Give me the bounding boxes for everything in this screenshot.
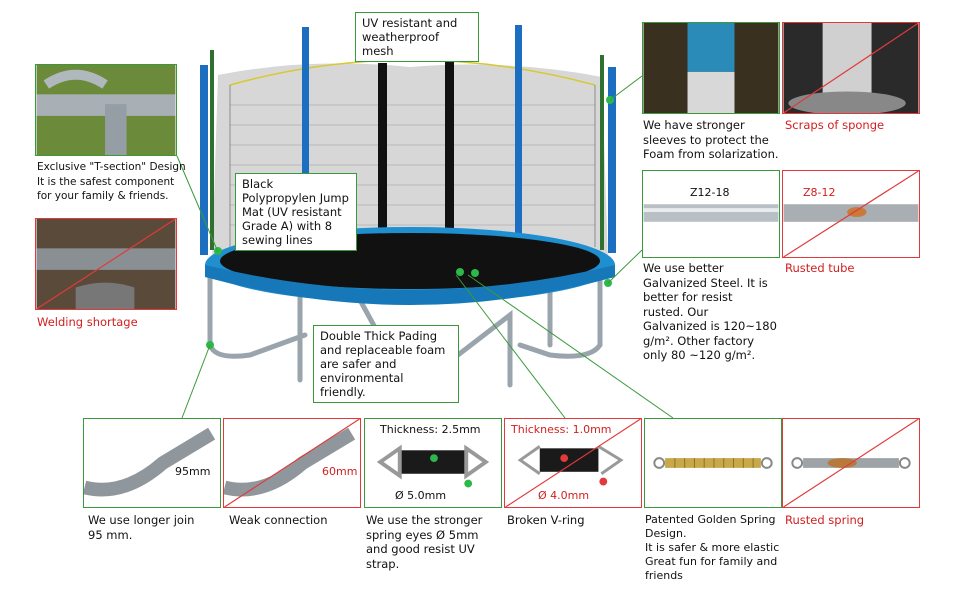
welding-photo xyxy=(35,218,177,310)
longer-join-photo xyxy=(83,418,221,508)
rusted-tube-photo xyxy=(782,170,920,258)
z12-label: Z12-18 xyxy=(690,186,730,199)
z8-label: Z8-12 xyxy=(803,186,836,199)
join-95-label: 95mm xyxy=(175,465,211,478)
galvanized-tube-photo xyxy=(642,170,780,258)
welding-caption: Welding shortage xyxy=(37,315,138,329)
diameter-good-label: Ø 5.0mm xyxy=(395,489,447,502)
spring-eyes-caption: We use the stronger spring eyes Ø 5mm an… xyxy=(366,513,483,571)
mesh-callout: UV resistant and weatherproof mesh xyxy=(355,12,479,62)
broken-vring-caption: Broken V-ring xyxy=(507,513,585,527)
spring-eye-photo xyxy=(364,418,502,508)
longer-join-caption: We use longer join 95 mm. xyxy=(88,513,195,542)
t-section-caption: Exclusive "T-section" Design It is the s… xyxy=(37,161,186,202)
galvanized-caption: We use better Galvanized Steel. It is be… xyxy=(643,261,777,362)
rusted-spring-caption: Rusted spring xyxy=(785,513,865,527)
sleeve-photo xyxy=(642,22,780,114)
thickness-bad-label: Thickness: 1.0mm xyxy=(511,423,612,436)
join-60-label: 60mm xyxy=(322,465,358,478)
padding-callout: Double Thick Pading and replaceable foam… xyxy=(313,325,459,403)
diameter-bad-label: Ø 4.0mm xyxy=(538,489,590,502)
sponge-photo xyxy=(782,22,920,114)
rusted-spring-photo xyxy=(782,418,920,508)
t-section-photo xyxy=(35,64,177,156)
broken-vring-photo xyxy=(504,418,642,508)
golden-spring-caption: Patented Golden Spring Design. It is saf… xyxy=(645,513,780,582)
rusted-tube-caption: Rusted tube xyxy=(785,261,855,275)
sponge-caption: Scraps of sponge xyxy=(785,118,885,132)
sleeve-caption: We have stronger sleeves to protect the … xyxy=(643,118,779,161)
thickness-good-label: Thickness: 2.5mm xyxy=(380,423,481,436)
weak-connection-caption: Weak connection xyxy=(229,513,328,527)
jump-mat-callout: Black Polypropylen Jump Mat (UV resistan… xyxy=(235,173,357,251)
weak-join-photo xyxy=(223,418,361,508)
golden-spring-photo xyxy=(644,418,782,508)
